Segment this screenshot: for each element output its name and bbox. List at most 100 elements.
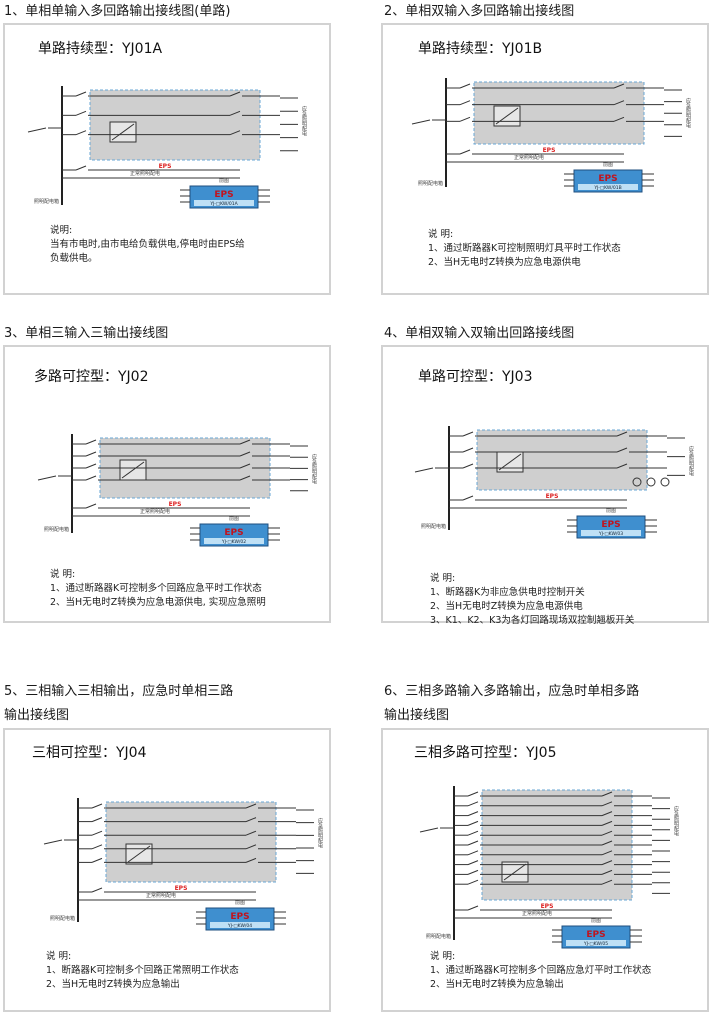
wire xyxy=(459,100,471,106)
wire xyxy=(85,503,97,509)
description-line: 2、当H无电时Z转换为应急电源供电 xyxy=(428,257,581,268)
description-line: 说 明: xyxy=(428,229,454,240)
wire xyxy=(601,850,613,856)
panel-title: 单路持续型：YJ01A xyxy=(38,41,163,57)
panel-title: 单路持续型：YJ01B xyxy=(418,41,543,57)
wire xyxy=(467,830,479,836)
wire xyxy=(601,860,613,866)
wire xyxy=(239,451,251,457)
eps-label: EPS xyxy=(175,885,188,892)
description-line: 说 明: xyxy=(50,569,76,580)
normal-feed-label: 正常照明配电 xyxy=(522,910,552,917)
wire xyxy=(229,130,241,136)
wire xyxy=(27,127,47,133)
eps-unit-label: EPS xyxy=(214,190,233,200)
wire xyxy=(601,811,613,817)
wire xyxy=(467,811,479,817)
normal-feed-label: 正常照明配电 xyxy=(146,892,176,899)
wire xyxy=(613,100,625,106)
section-heading: 2、单相双输入多回路输出接线图 xyxy=(384,0,574,24)
wire xyxy=(75,165,87,171)
wire xyxy=(462,431,474,437)
description-line: 2、当H无电时Z转换为应急电源供电 xyxy=(430,601,583,612)
model-label: YJ-□KW/01B xyxy=(593,185,621,191)
wire xyxy=(75,110,87,116)
wire xyxy=(462,495,474,501)
model-label: YJ-□KW/04 xyxy=(227,923,252,929)
model-plate xyxy=(194,200,254,206)
description: 说 明: 1、通过断路器K可控制照明灯具平时工作状态 2、当H无电时Z转换为应急电源… xyxy=(428,228,621,270)
description-line: 1、通过断路器K可控制多个回路应急平时工作状态 xyxy=(50,583,262,594)
wire xyxy=(85,451,97,457)
wire xyxy=(239,463,251,469)
wire xyxy=(467,869,479,875)
wire xyxy=(229,91,241,97)
description-line: 1、断路器K为非应急供电时控制开关 xyxy=(430,587,585,598)
description-line: 1、通过断路器K可控制多个回路应急灯平时工作状态 xyxy=(430,965,652,976)
lamp-icon xyxy=(646,477,656,487)
wire xyxy=(601,879,613,885)
main-panel-label: 照明配电箱 xyxy=(426,933,451,940)
wire xyxy=(467,905,479,911)
wire xyxy=(616,447,628,453)
wire xyxy=(245,830,257,836)
wire xyxy=(459,83,471,89)
description-line: 1、通过断路器K可控制照明灯具平时工作状态 xyxy=(428,243,621,254)
model-plate xyxy=(578,184,638,190)
wire xyxy=(245,803,257,809)
wire xyxy=(75,130,87,136)
wire xyxy=(91,844,103,850)
front-view-label: 前图 xyxy=(235,899,245,906)
wire xyxy=(91,887,103,893)
section-heading-line: 3、单相三输入三输出接线图 xyxy=(4,326,169,341)
front-view-label: 前图 xyxy=(603,161,613,168)
eps-unit-label: EPS xyxy=(224,528,243,538)
wire xyxy=(411,119,431,125)
wire xyxy=(459,116,471,122)
panel-title: 三相多路可控型：YJ05 xyxy=(414,745,557,761)
model-label: YJ-□KW/03 xyxy=(598,531,623,537)
description-line: 负载供电。 xyxy=(50,253,98,264)
wire xyxy=(616,463,628,469)
section-heading: 5、三相输入三相输出，应急时单相三路输出接线图 xyxy=(4,680,233,728)
wire xyxy=(498,453,522,471)
wire xyxy=(467,791,479,797)
section-heading: 3、单相三输入三输出接线图 xyxy=(4,322,168,346)
section-heading: 1、单相单输入多回路输出接线图(单路) xyxy=(4,0,230,24)
wire xyxy=(239,439,251,445)
wire xyxy=(462,447,474,453)
wire xyxy=(467,820,479,826)
wire xyxy=(245,857,257,863)
wire xyxy=(245,844,257,850)
description-line: 2、当H无电时Z转换为应急输出 xyxy=(46,979,180,990)
eps-unit-label: EPS xyxy=(601,520,620,530)
description-line: 说明: xyxy=(50,225,73,236)
wire xyxy=(414,467,434,473)
eps-enclosure xyxy=(105,801,277,883)
normal-feed-label: 正常照明配电 xyxy=(140,508,170,515)
section-heading-line: 输出接线图 xyxy=(4,708,70,723)
diagram-panel xyxy=(381,728,709,1012)
main-panel-label: 照明配电箱 xyxy=(50,915,75,922)
normal-feed-label: 正常照明配电 xyxy=(514,154,544,161)
wire xyxy=(467,850,479,856)
model-label: YJ-□KW/05 xyxy=(583,941,608,947)
front-view-label: 前图 xyxy=(606,507,616,514)
description-line: 说 明: xyxy=(430,951,456,962)
wire xyxy=(91,817,103,823)
description-line: 2、当H无电时Z转换为应急电源供电, 实现应急照明 xyxy=(50,597,266,608)
wire xyxy=(503,863,527,881)
eps-label: EPS xyxy=(541,903,554,910)
description-line: 说 明: xyxy=(46,951,72,962)
section-heading-line: 输出接线图 xyxy=(384,708,450,723)
wire xyxy=(239,475,251,481)
wire xyxy=(75,91,87,97)
